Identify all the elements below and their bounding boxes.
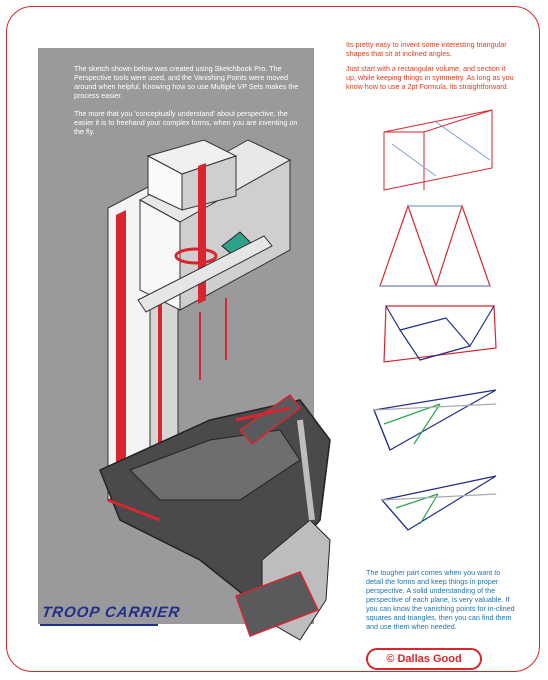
intro-text-block: The sketch shown below was created using… [74,64,306,145]
title-underline [40,624,158,626]
tower-sketch [107,139,292,501]
diagram-triangles-2 [379,204,491,287]
page-border [6,6,540,672]
troop-carrier-title: TROOP CARRIER [40,604,182,621]
diagram-box-1 [383,109,493,191]
triangle-note-2: Just start with a rectangular volume, an… [346,64,514,91]
detailing-note: The tougher part comes when you want to … [366,568,515,631]
diagram-trapezoid-3 [383,305,497,363]
diagram-wedge-4 [373,389,497,451]
troop-carrier-sketch [99,393,331,641]
detailing-notes: The tougher part comes when you want to … [366,568,518,631]
intro-paragraph-2: The more that you 'conceptually understa… [74,109,298,136]
credit-badge: © Dallas Good [366,648,482,670]
diagram-wedge-5 [380,475,497,531]
triangle-note-1: Its pretty easy to invent some interesti… [346,40,507,58]
triangle-notes: Its pretty easy to invent some interesti… [346,40,516,97]
intro-paragraph-1: The sketch shown below was created using… [74,64,299,100]
